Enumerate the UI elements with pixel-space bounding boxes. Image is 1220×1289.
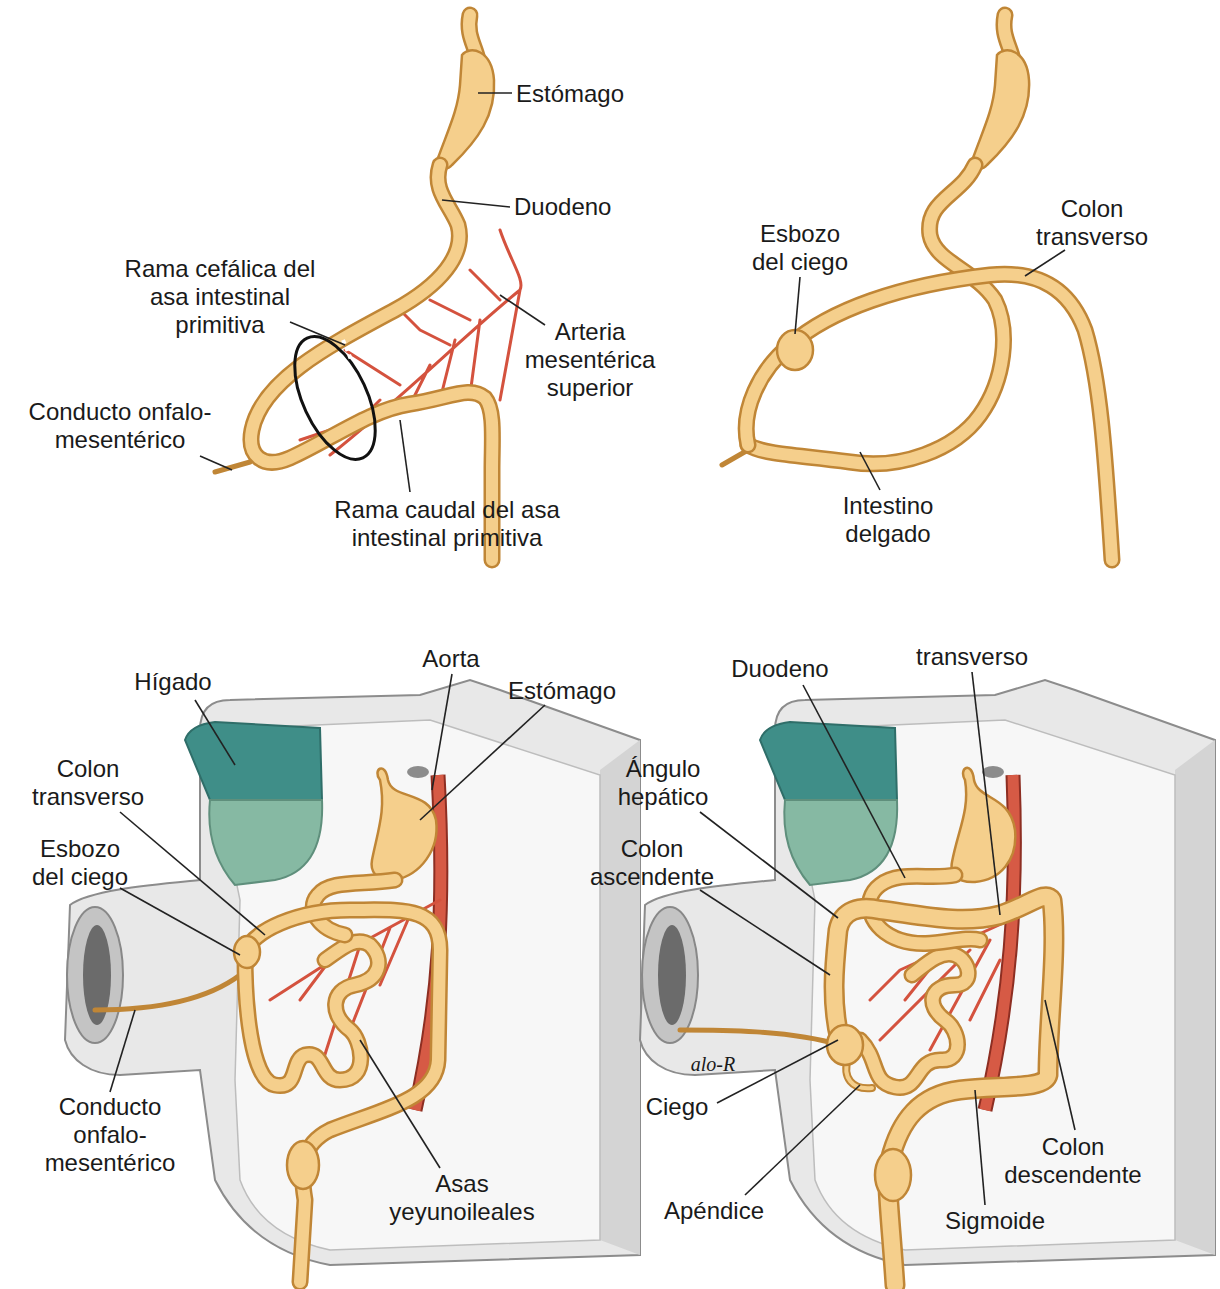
part-label: Colon ascendente	[585, 835, 720, 891]
vitelline-duct	[680, 1030, 840, 1045]
part-label: Ángulo hepático	[603, 755, 723, 811]
part-label: Duodeno	[715, 655, 845, 683]
leader-line	[195, 700, 235, 765]
rotation-ring	[278, 325, 392, 472]
leader-line	[1025, 250, 1065, 276]
leader-line	[860, 452, 880, 490]
ring-dash	[343, 340, 352, 362]
leader-line	[400, 420, 410, 492]
part-label: Duodeno	[514, 193, 664, 221]
panel-b	[722, 15, 1112, 560]
part-label: Rama caudal del asa intestinal primitiva	[322, 496, 572, 552]
stomach	[973, 50, 1029, 168]
cecal-bud	[777, 330, 813, 370]
part-label: Apéndice	[649, 1197, 779, 1225]
cecum	[827, 1025, 863, 1065]
panel-d	[640, 680, 1215, 1285]
small-intestine	[245, 942, 378, 1086]
leader-line	[700, 812, 838, 918]
colon	[245, 910, 440, 1282]
vitelline-duct	[95, 975, 240, 1010]
small-intestine	[748, 165, 1003, 464]
stomach	[952, 768, 1016, 882]
signature: alo-R	[673, 1050, 753, 1078]
part-label: Colon descendente	[998, 1133, 1148, 1189]
leader-line	[120, 888, 240, 955]
panel-c	[65, 680, 640, 1282]
part-label: Hígado	[98, 668, 248, 696]
part-label: Aorta	[401, 645, 501, 673]
small-intestine	[860, 954, 968, 1088]
leader-line	[110, 1010, 135, 1092]
part-label: Estómago	[492, 677, 632, 705]
small-intestine	[748, 165, 1003, 464]
leader-line	[420, 705, 545, 820]
sigmoid	[875, 1149, 911, 1201]
part-label: Rama cefálica del asa intestinal primiti…	[118, 255, 323, 339]
part-label: Estómago	[516, 80, 666, 108]
part-label: Sigmoide	[930, 1207, 1060, 1235]
leader-line	[972, 672, 1000, 915]
leader-line	[442, 200, 510, 207]
body-block	[65, 680, 640, 1265]
part-label: Intestino delgado	[828, 492, 948, 548]
leader-line	[200, 456, 232, 470]
leader-line	[432, 674, 452, 790]
sigmoid	[287, 1141, 319, 1189]
part-label: Arteria mesentérica superior	[505, 318, 675, 402]
leader-line	[700, 890, 830, 975]
leader-line	[500, 295, 545, 325]
cecal-bud	[234, 936, 260, 968]
leader-line	[975, 1090, 985, 1205]
leader-line	[120, 812, 265, 935]
stomach	[372, 768, 437, 880]
part-label: Esbozo del ciego	[25, 835, 135, 891]
part-label: Colon transverso	[1022, 195, 1162, 251]
leader-line	[795, 277, 800, 334]
part-label: Conducto onfalo- mesentérico	[38, 1093, 183, 1177]
stomach	[438, 50, 494, 168]
leader-line	[803, 685, 905, 878]
leader-line	[745, 1085, 860, 1195]
vitelline-duct	[215, 462, 250, 472]
part-label: Asas yeyunoileales	[382, 1170, 542, 1226]
leader-lines	[110, 93, 1075, 1205]
part-label: Conducto onfalo- mesentérico	[15, 398, 225, 454]
part-label: Ciego	[627, 1093, 727, 1121]
part-label: Colon transverso	[18, 755, 158, 811]
colon	[245, 910, 440, 1282]
leader-line	[1045, 1000, 1075, 1130]
part-label: transverso	[902, 643, 1042, 671]
part-label: Esbozo del ciego	[745, 220, 855, 276]
body-block	[640, 680, 1215, 1265]
colon	[746, 274, 1112, 560]
leader-line	[478, 92, 512, 94]
small-intestine	[860, 954, 968, 1088]
small-intestine	[245, 942, 378, 1086]
colon	[746, 274, 1112, 560]
leader-line	[290, 322, 345, 345]
leader-line	[360, 1040, 440, 1168]
